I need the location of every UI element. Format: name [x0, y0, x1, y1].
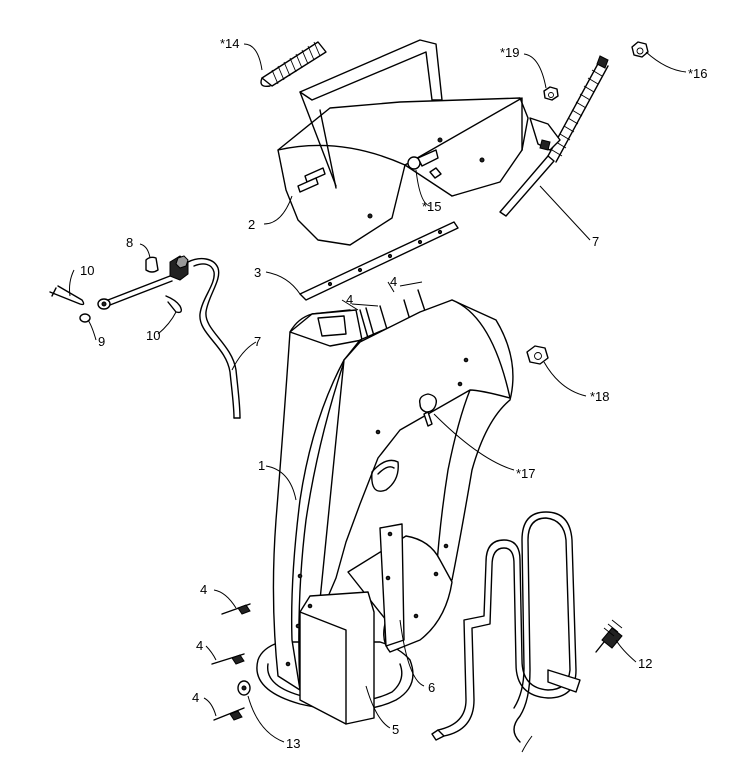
label-10-right: 10 [146, 328, 160, 343]
part-17-bolt [418, 393, 438, 427]
part-7-upper-cable [499, 55, 609, 217]
label-14: *14 [220, 36, 240, 51]
label-19: *19 [500, 45, 520, 60]
part-13-washer [237, 680, 251, 696]
part-10-clip-left [49, 285, 85, 306]
part-14-spring [260, 41, 327, 88]
label-7-lower: 7 [254, 334, 261, 349]
part-16-nut [631, 41, 649, 58]
label-4-bottom-2: 4 [196, 638, 203, 653]
label-10-left: 10 [80, 263, 94, 278]
callout-labels: *14 *19 *16 2 *15 7 8 10 3 4 4 9 10 7 *1… [80, 36, 708, 751]
part-2-deflector [277, 39, 529, 246]
part-1-chute [256, 299, 514, 725]
label-3: 3 [254, 265, 261, 280]
label-15: *15 [422, 199, 442, 214]
label-12: 12 [638, 656, 652, 671]
label-13: 13 [286, 736, 300, 751]
part-12-spring-pin [595, 619, 623, 653]
leader-lines [69, 43, 687, 753]
label-17: *17 [516, 466, 536, 481]
part-7-lower-cable [107, 255, 241, 419]
part-6-crank-rod [431, 511, 581, 743]
label-6: 6 [428, 680, 435, 695]
label-9: 9 [98, 334, 105, 349]
label-16: *16 [688, 66, 708, 81]
label-8: 8 [126, 235, 133, 250]
part-4-rivets-bottom [211, 603, 251, 721]
label-7-upper: 7 [592, 234, 599, 249]
label-4-bottom-1: 4 [200, 582, 207, 597]
label-4-top-right: 4 [390, 274, 397, 289]
label-2: 2 [248, 217, 255, 232]
label-4-top-left: 4 [346, 292, 353, 307]
part-9-washer [79, 298, 111, 323]
part-8-pin [145, 256, 159, 273]
label-5: 5 [392, 722, 399, 737]
label-18: *18 [590, 389, 610, 404]
part-18-nut [526, 345, 549, 365]
part-19-nut [543, 86, 559, 101]
label-1: 1 [258, 458, 265, 473]
part-10-clip-right [165, 295, 183, 314]
part-3-strip [299, 221, 459, 301]
label-4-bottom-3: 4 [192, 690, 199, 705]
